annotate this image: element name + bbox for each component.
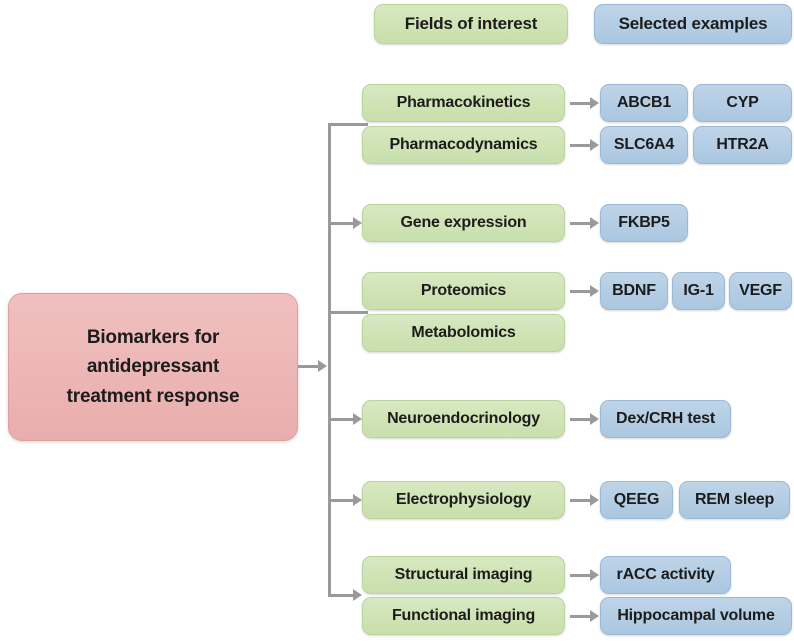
example-box-ig-1: IG-1	[672, 272, 725, 310]
arrow-line-pharmacodynamics	[570, 144, 593, 147]
example-box-rem-sleep: REM sleep	[679, 481, 790, 519]
arrow-line-proteomics	[570, 290, 593, 293]
arrow-head-electrophysiology-icon	[590, 494, 599, 506]
arrow-head-pharmacokinetics-icon	[590, 97, 599, 109]
arrow-head-gene-expression-icon	[590, 217, 599, 229]
header-fields-of-interest: Fields of interest	[374, 4, 568, 44]
field-box-proteomics: Proteomics	[362, 272, 565, 310]
arrow-head-functional-imaging-icon	[590, 610, 599, 622]
example-box-slc6a4: SLC6A4	[600, 126, 688, 164]
arrow-line-structural-imaging	[570, 574, 593, 577]
branch-line-1	[328, 123, 368, 126]
arrow-line-functional-imaging	[570, 615, 593, 618]
arrow-head-proteomics-icon	[590, 285, 599, 297]
root-line-2: antidepressant	[86, 356, 220, 378]
field-box-neuroendocrinology: Neuroendocrinology	[362, 400, 565, 438]
example-box-vegf: VEGF	[729, 272, 792, 310]
arrow-line-neuroendocrinology	[570, 418, 593, 421]
example-box-cyp: CYP	[693, 84, 792, 122]
root-stem-line	[298, 365, 320, 368]
branch-arrow-4-icon	[353, 413, 362, 425]
arrow-head-pharmacodynamics-icon	[590, 139, 599, 151]
branch-arrow-6-icon	[353, 589, 362, 601]
field-box-functional-imaging: Functional imaging	[362, 597, 565, 635]
root-node-biomarkers: Biomarkers for antidepressant treatment …	[8, 293, 298, 441]
example-box-htr2a: HTR2A	[693, 126, 792, 164]
field-box-gene-expression: Gene expression	[362, 204, 565, 242]
branch-arrow-5-icon	[353, 494, 362, 506]
example-box-qeeg: QEEG	[600, 481, 673, 519]
branch-line-6	[328, 594, 356, 597]
example-box-bdnf: BDNF	[600, 272, 668, 310]
field-box-structural-imaging: Structural imaging	[362, 556, 565, 594]
example-box-dex-crh-test: Dex/CRH test	[600, 400, 731, 438]
arrow-head-neuroendocrinology-icon	[590, 413, 599, 425]
field-box-metabolomics: Metabolomics	[362, 314, 565, 352]
example-box-abcb1: ABCB1	[600, 84, 688, 122]
arrow-line-electrophysiology	[570, 499, 593, 502]
trunk-vertical-line	[328, 124, 331, 597]
branch-arrow-2-icon	[353, 217, 362, 229]
branch-line-4	[328, 418, 356, 421]
example-box-hippocampal-volume: Hippocampal volume	[600, 597, 792, 635]
example-box-racc-activity: rACC activity	[600, 556, 731, 594]
root-stem-arrow-icon	[318, 360, 327, 372]
field-box-pharmacokinetics: Pharmacokinetics	[362, 84, 565, 122]
root-line-3: treatment response	[66, 385, 240, 407]
arrow-line-pharmacokinetics	[570, 102, 593, 105]
arrow-line-gene-expression	[570, 222, 593, 225]
branch-line-5	[328, 499, 356, 502]
header-selected-examples: Selected examples	[594, 4, 792, 44]
branch-line-2	[328, 222, 356, 225]
branch-line-3	[328, 311, 368, 314]
example-box-fkbp5: FKBP5	[600, 204, 688, 242]
root-line-1: Biomarkers for	[86, 326, 220, 348]
field-box-electrophysiology: Electrophysiology	[362, 481, 565, 519]
arrow-head-structural-imaging-icon	[590, 569, 599, 581]
field-box-pharmacodynamics: Pharmacodynamics	[362, 126, 565, 164]
